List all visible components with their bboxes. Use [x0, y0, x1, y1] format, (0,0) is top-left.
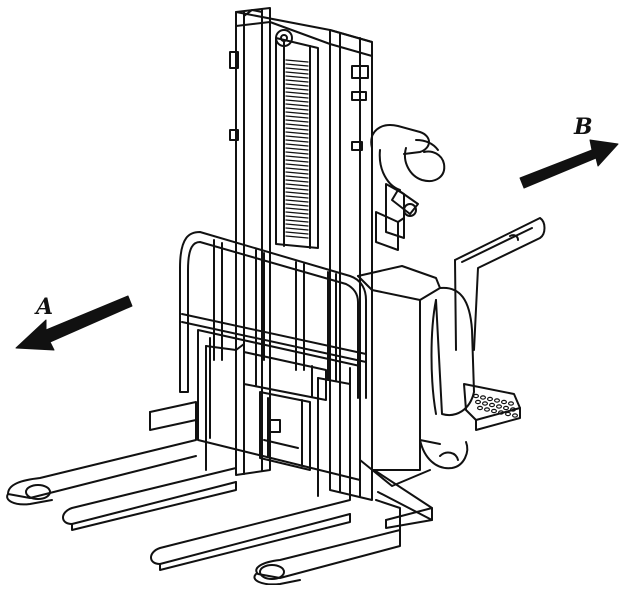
right-leg	[253, 499, 401, 586]
mast	[229, 7, 373, 501]
chain-link-line	[285, 183, 309, 187]
chain-link-line	[285, 79, 309, 83]
chain-link-line	[285, 155, 309, 159]
chain-link-line	[285, 147, 309, 151]
plate-hole	[494, 398, 501, 403]
chain-link-line	[285, 99, 309, 103]
chain-link-line	[285, 167, 309, 171]
direction-arrow-a	[15, 295, 133, 351]
right-fork	[150, 377, 351, 571]
chain-link-line	[285, 227, 309, 231]
chain-link-line	[285, 119, 309, 123]
chain-link-line	[285, 71, 309, 75]
chain-link-line	[285, 123, 309, 127]
chain-link-line	[285, 115, 309, 119]
plate-hole	[480, 395, 487, 400]
chain-link-line	[285, 151, 309, 155]
plate-hole	[473, 393, 480, 399]
chain-link-line	[285, 111, 309, 115]
plate-hole	[491, 408, 498, 414]
chain-link-line	[285, 195, 309, 199]
chain-link-line	[285, 211, 309, 215]
plate-hole	[501, 399, 508, 405]
chain-link-line	[285, 215, 309, 219]
plate-hole	[489, 402, 496, 408]
chain-link-line	[285, 131, 309, 135]
plate-hole	[482, 401, 489, 406]
chain-link-line	[285, 235, 309, 239]
chain-link-line	[285, 83, 309, 87]
fork-carriage	[197, 329, 361, 481]
operator-guard	[454, 217, 546, 351]
drive-chassis	[359, 439, 469, 529]
chain-link-line	[285, 127, 309, 131]
chain-link-line	[285, 59, 309, 63]
plate-hole	[508, 401, 515, 406]
direction-label-a: A	[34, 294, 53, 320]
chain-link-line	[285, 135, 309, 139]
left-leg	[6, 401, 197, 506]
plate-hole	[505, 411, 512, 417]
direction-arrow-b	[519, 139, 619, 189]
plate-hole	[498, 410, 505, 415]
chain-link-line	[285, 63, 309, 67]
platform-plate-holes	[473, 393, 518, 418]
chain-link-line	[285, 143, 309, 147]
chain-link-line	[285, 223, 309, 227]
direction-label-b: B	[573, 114, 593, 140]
load-backrest	[179, 231, 367, 399]
chain-link-line	[285, 91, 309, 95]
chain-link-line	[285, 191, 309, 195]
plate-hole	[487, 396, 494, 402]
tiller-handle	[370, 124, 446, 251]
chain-link-line	[285, 179, 309, 183]
chain-link-line	[285, 187, 309, 191]
chain-link-line	[285, 103, 309, 107]
chain-link-line	[285, 231, 309, 235]
chain-link-line	[285, 171, 309, 175]
plate-hole	[475, 399, 482, 405]
chain-link-line	[285, 163, 309, 167]
chain-link-line	[285, 175, 309, 179]
left-fork	[62, 343, 245, 531]
chain-link-line	[285, 87, 309, 91]
plate-hole	[477, 405, 484, 411]
plate-hole	[510, 407, 517, 412]
chain-link-line	[285, 203, 309, 207]
plate-hole	[484, 407, 491, 412]
chain-link-line	[285, 159, 309, 163]
plate-hole	[496, 404, 503, 409]
chain-link-line	[285, 207, 309, 211]
mast-chain	[285, 59, 309, 239]
chain-link-line	[285, 67, 309, 71]
plate-hole	[503, 405, 510, 411]
chain-link-line	[285, 219, 309, 223]
chain-link-line	[285, 139, 309, 143]
chain-link-line	[285, 199, 309, 203]
plate-hole	[511, 413, 518, 418]
power-unit	[357, 265, 521, 471]
chain-link-line	[285, 75, 309, 79]
chain-link-line	[285, 95, 309, 99]
chain-link-line	[285, 107, 309, 111]
